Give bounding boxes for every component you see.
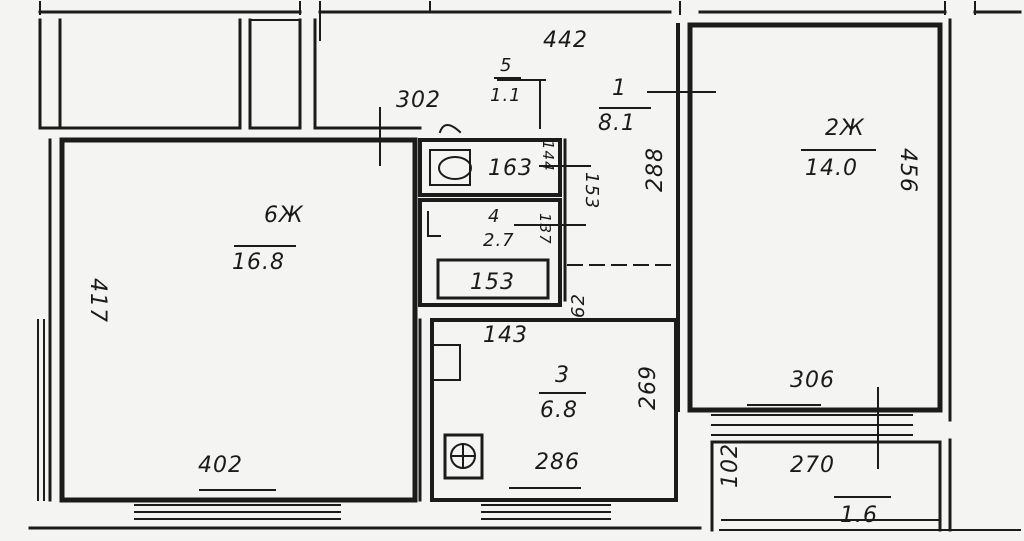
- room-4-area: 2.7: [483, 230, 515, 251]
- room-3-area: 6.8: [540, 398, 578, 423]
- dim-442: 442: [543, 28, 588, 53]
- kitchen-window: [481, 504, 611, 520]
- room-4-id: 4: [488, 206, 501, 227]
- dim-144: 144: [539, 140, 557, 172]
- room-2-id: 2Ж: [825, 116, 865, 141]
- bath-box: [418, 198, 562, 307]
- dim-402: 402: [198, 453, 243, 478]
- corridor-walls: [497, 79, 546, 129]
- dim-270: 270: [790, 453, 835, 478]
- dim-143: 143: [483, 323, 528, 348]
- balcony-area: 1.6: [840, 503, 878, 528]
- upper-left-walls: [38, 18, 317, 130]
- toilet-box: [418, 138, 562, 197]
- stove: [443, 433, 484, 480]
- dim-286: 286: [535, 450, 580, 475]
- dim-137: 137: [536, 213, 554, 245]
- room-6-window: [134, 504, 341, 520]
- room-3-id: 3: [555, 363, 570, 388]
- dim-417: 417: [85, 278, 110, 323]
- dim-153-vert: 153: [581, 172, 602, 210]
- room-5-area: 1.1: [490, 85, 522, 106]
- room-1-id: 1: [612, 76, 627, 101]
- dim-302: 302: [396, 88, 441, 113]
- dim-269: 269: [636, 365, 661, 410]
- dim-288: 288: [643, 147, 668, 192]
- dim-306: 306: [790, 368, 835, 393]
- room-6-id: 6Ж: [264, 203, 304, 228]
- balcony-walls: [710, 440, 942, 532]
- room-6-walls: [59, 137, 418, 503]
- room-5-id: 5: [500, 55, 513, 76]
- dim-153-bath: 153: [470, 270, 515, 295]
- dim-163: 163: [488, 156, 533, 181]
- room-1-area: 8.1: [598, 111, 636, 136]
- room-6-area: 16.8: [232, 250, 285, 275]
- dim-62: 62: [568, 293, 589, 318]
- dim-102: 102: [718, 443, 743, 488]
- room-2-area: 14.0: [805, 156, 858, 181]
- room-2-walls: [687, 22, 943, 413]
- dim-456: 456: [895, 148, 920, 193]
- kitchen-walls: [430, 318, 678, 502]
- left-window: [37, 319, 51, 501]
